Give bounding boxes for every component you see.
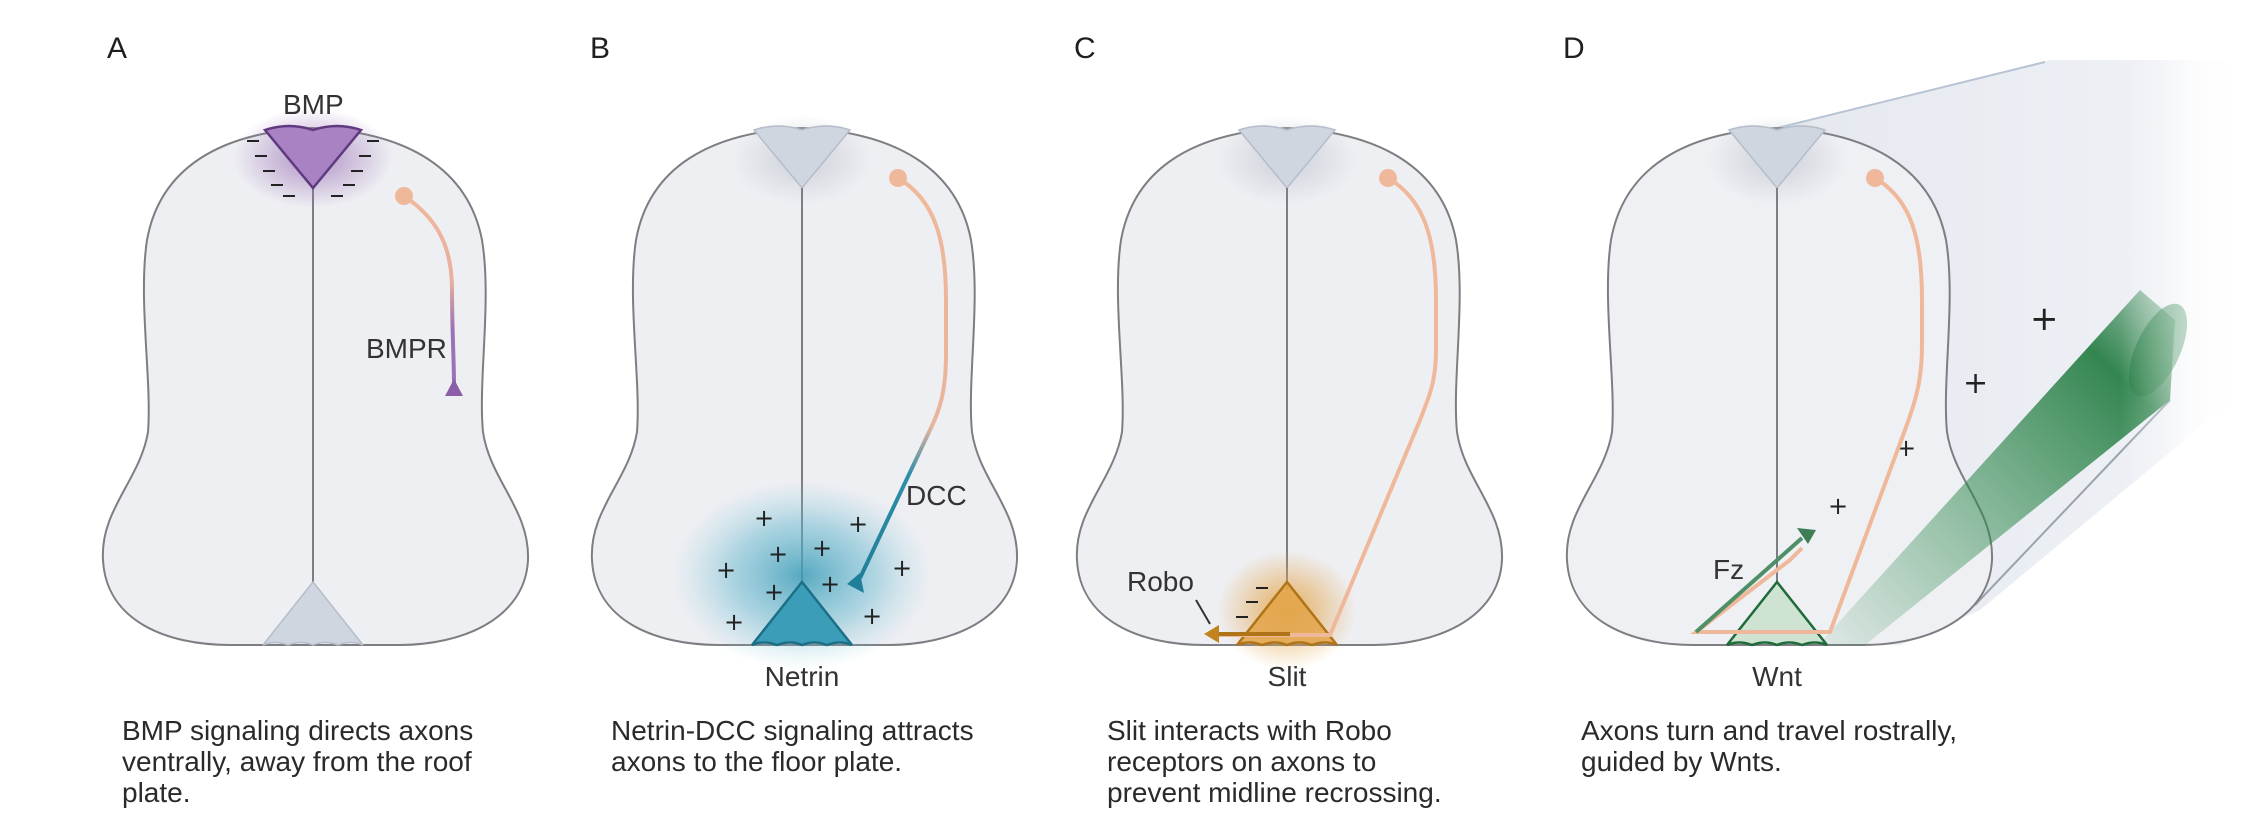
svg-text:+: + bbox=[812, 534, 832, 562]
robo-label: Robo bbox=[1127, 566, 1194, 597]
caption-line: Netrin-DCC signaling attracts bbox=[611, 715, 974, 746]
panel-a-bmp-minus-signs bbox=[247, 140, 379, 197]
caption-line: ventrally, away from the roof bbox=[122, 746, 472, 777]
panel-a-roof-plate-bmp bbox=[262, 124, 364, 190]
panel-d-wnt-gradient-band bbox=[1818, 290, 2175, 645]
panel-a-bmpr-axon bbox=[402, 194, 456, 386]
panel-d-letter: D bbox=[1563, 32, 1585, 65]
panel-a-floor-plate bbox=[260, 580, 366, 647]
caption-line: axons to the floor plate. bbox=[611, 746, 903, 777]
caption-line: BMP signaling directs axons bbox=[122, 715, 474, 746]
panel-b-letter: B bbox=[590, 32, 610, 65]
bmp-label: BMP bbox=[283, 89, 344, 120]
panel-d-wnt-plus-signs: + + + + bbox=[1828, 299, 2059, 520]
panel-c-floor-plate-slit bbox=[1233, 579, 1341, 649]
panel-a-letter: A bbox=[107, 32, 127, 65]
panel-d: D + + + + Fz Wnt bbox=[1563, 32, 2257, 692]
panel-a: A BMP BMPR bbox=[101, 32, 530, 647]
svg-text:+: + bbox=[764, 578, 784, 606]
netrin-label: Netrin bbox=[765, 661, 840, 692]
panel-c-caption: Slit interacts with Robo receptors on ax… bbox=[1107, 715, 1527, 808]
panel-c: C Robo Slit bbox=[1074, 32, 1504, 692]
svg-text:+: + bbox=[820, 570, 840, 598]
caption-line: Axons turn and travel rostrally, bbox=[1581, 715, 1958, 746]
panel-b-floor-plate-netrin bbox=[748, 579, 856, 649]
wnt-label: Wnt bbox=[1752, 661, 1802, 692]
svg-text:+: + bbox=[848, 510, 868, 538]
panel-b-growth-cone bbox=[847, 573, 864, 593]
bmpr-label: BMPR bbox=[366, 333, 447, 364]
panel-d-growth-cone bbox=[1797, 528, 1816, 544]
panel-d-roof-plate bbox=[1727, 125, 1827, 190]
robo-pointer-line bbox=[1195, 599, 1211, 625]
panel-a-caption: BMP signaling directs axons ventrally, a… bbox=[122, 715, 542, 808]
svg-text:+: + bbox=[862, 602, 882, 630]
panel-d-axon bbox=[1690, 176, 1924, 634]
panel-c-axon bbox=[1215, 176, 1438, 637]
caption-line: guided by Wnts. bbox=[1581, 746, 1782, 777]
caption-line: Slit interacts with Robo bbox=[1107, 715, 1392, 746]
panel-d-floor-plate-wnt bbox=[1723, 579, 1831, 649]
panel-c-letter: C bbox=[1074, 32, 1096, 65]
panel-b-caption: Netrin-DCC signaling attracts axons to t… bbox=[611, 715, 1031, 777]
svg-text:+: + bbox=[768, 540, 788, 568]
panel-d-right-fade bbox=[2120, 40, 2257, 660]
panel-a-growth-cone bbox=[445, 379, 463, 396]
panel-c-roof-plate bbox=[1237, 125, 1337, 190]
panel-b-roof-plate bbox=[752, 125, 852, 190]
panel-c-growth-cone bbox=[1204, 625, 1219, 643]
slit-label: Slit bbox=[1268, 661, 1307, 692]
caption-line: prevent midline recrossing. bbox=[1107, 777, 1442, 808]
panel-c-slit-minus-signs bbox=[1236, 587, 1268, 618]
fz-label: Fz bbox=[1713, 554, 1744, 585]
panel-b-dcc-axon bbox=[858, 176, 948, 579]
svg-text:+: + bbox=[1828, 492, 1848, 520]
svg-text:+: + bbox=[892, 554, 912, 582]
caption-line: receptors on axons to bbox=[1107, 746, 1377, 777]
panel-b: B + + + + + + + + + + DCC Netrin bbox=[590, 32, 1019, 692]
panel-d-caption: Axons turn and travel rostrally, guided … bbox=[1581, 715, 2001, 777]
svg-text:+: + bbox=[2030, 299, 2059, 339]
svg-text:+: + bbox=[724, 608, 744, 636]
svg-text:+: + bbox=[1963, 366, 1988, 401]
panel-d-fz-axon bbox=[1694, 536, 1804, 634]
panel-b-netrin-halo bbox=[672, 480, 932, 670]
caption-line: plate. bbox=[122, 777, 191, 808]
svg-text:+: + bbox=[716, 556, 736, 584]
panel-d-tube-top-edge bbox=[1776, 61, 2046, 129]
dcc-label: DCC bbox=[906, 480, 967, 511]
svg-text:+: + bbox=[754, 504, 774, 532]
panel-b-netrin-plus-signs: + + + + + + + + + + bbox=[716, 504, 912, 636]
